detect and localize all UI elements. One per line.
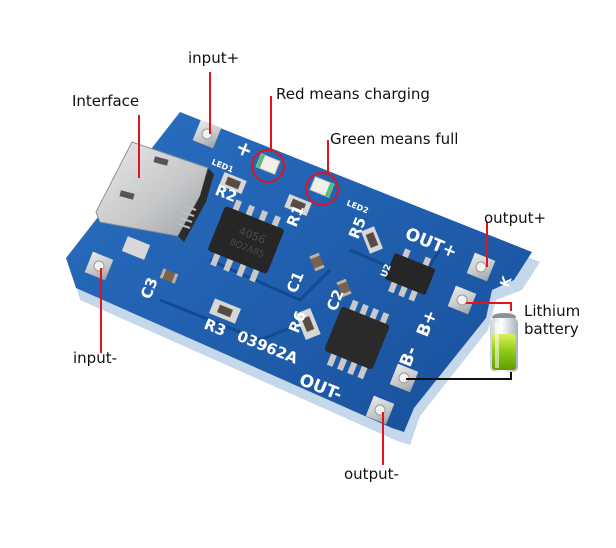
- led1-highlight-circle: [251, 149, 285, 183]
- leader-battery-plus: [466, 302, 512, 311]
- resistor-code: 2I1: [219, 307, 231, 317]
- led2-green-full: [309, 176, 335, 198]
- usb-tab: [121, 236, 151, 260]
- battery-icon: [490, 313, 518, 372]
- led2-highlight-circle: [305, 172, 339, 206]
- resistor-r2: 102: [219, 172, 247, 194]
- resistor-r6: 1K0: [295, 308, 321, 340]
- capacitor-c1: [309, 252, 325, 272]
- resistor-code: 1K0: [291, 201, 305, 212]
- resistor-r3: 2I1: [209, 298, 241, 324]
- pad-output-minus: [365, 395, 395, 425]
- usb-side: [178, 168, 214, 242]
- resistor-r5: 1K0: [361, 226, 383, 254]
- usb-slot: [153, 156, 169, 166]
- pad-output-plus: [466, 252, 496, 282]
- leader-battery-minus: [406, 371, 512, 380]
- label-output-plus: output+: [484, 209, 547, 227]
- usb-slot: [119, 190, 135, 200]
- pad-b-plus: [447, 285, 477, 315]
- resistor-code: 102: [226, 179, 239, 190]
- label-green-led: Green means full: [330, 130, 459, 148]
- pad-b-minus: [389, 363, 419, 393]
- trace: [159, 298, 311, 342]
- micro-usb-connector: [95, 141, 214, 260]
- protection-ic-u2: [384, 248, 436, 302]
- resistor-code: 1K0: [302, 318, 313, 332]
- led1-red-charging: [255, 153, 281, 175]
- pad-input-plus: [192, 119, 222, 149]
- silk-u2: U2: [380, 263, 394, 279]
- label-output-minus: output-: [344, 465, 399, 483]
- mosfet-ic: [324, 299, 390, 380]
- label-input-minus: input-: [73, 349, 117, 367]
- label-red-led: Red means charging: [276, 85, 430, 103]
- resistor-code: 1K0: [366, 234, 377, 248]
- label-battery-line2: battery: [524, 320, 579, 338]
- capacitor-c2: [336, 278, 352, 298]
- usb-pins: [177, 205, 197, 229]
- capacitor-c3: [159, 268, 179, 284]
- label-interface: Interface: [72, 92, 140, 110]
- terminal-pads: [84, 119, 496, 425]
- resistor-r1: 1K0: [284, 194, 312, 216]
- label-input-plus: input+: [188, 49, 240, 67]
- leader-lines: [100, 72, 512, 465]
- charger-ic-4056: 4056 BO2A85: [208, 199, 284, 283]
- label-battery-line1: Lithium: [524, 302, 581, 320]
